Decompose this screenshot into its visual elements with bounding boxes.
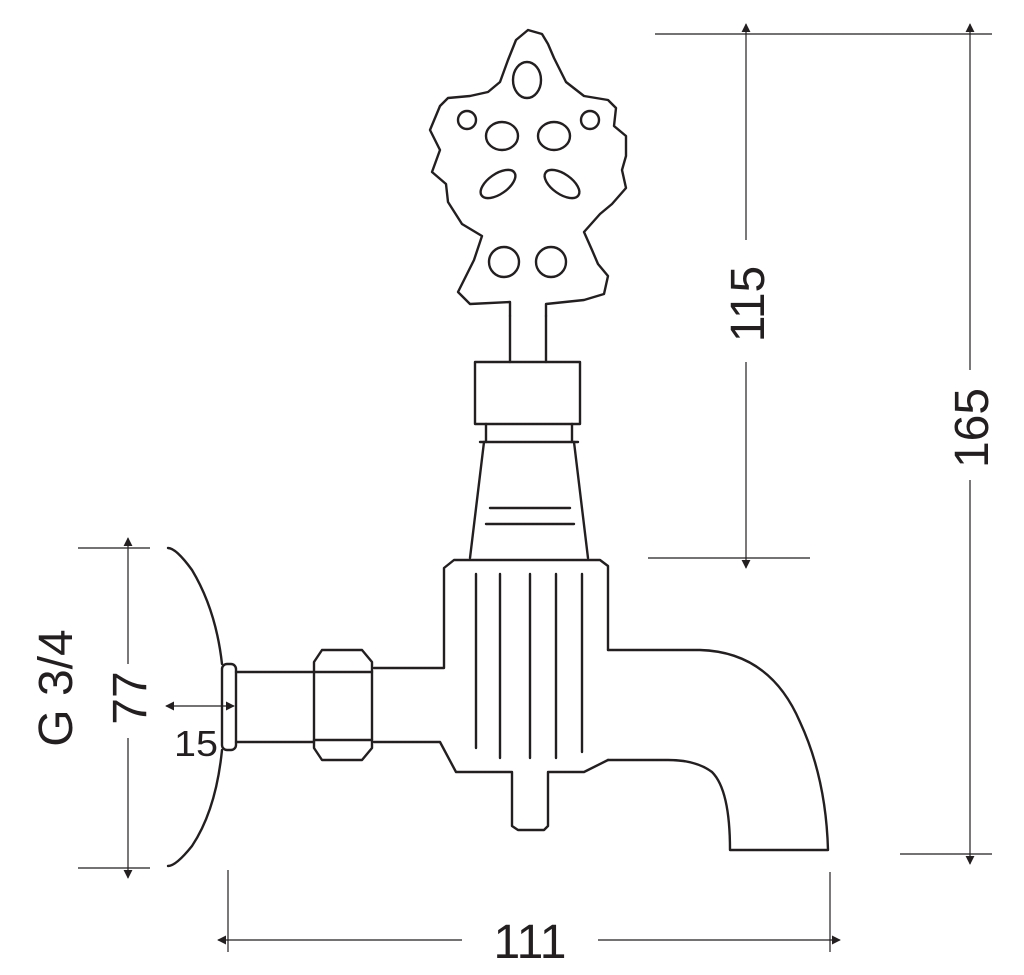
- handle-hole: [484, 120, 520, 152]
- thread-size-label: G 3/4: [30, 629, 83, 746]
- body-outline: [372, 558, 610, 832]
- dimension-77-label: 77: [104, 671, 157, 724]
- dimension-15-label: 15: [174, 723, 218, 764]
- flange-ring: [220, 662, 238, 752]
- handle-hole: [479, 168, 517, 200]
- handle-hole: [534, 245, 568, 279]
- handle-outline: [428, 28, 628, 318]
- valve-body: [372, 558, 610, 832]
- handle-hole: [487, 245, 521, 279]
- bonnet-cap: [473, 360, 582, 426]
- decorative-handle: [428, 28, 628, 318]
- valve-bonnet: [468, 314, 590, 560]
- dimension-165-label: 165: [946, 388, 999, 468]
- connector: [166, 546, 374, 868]
- handle-hole: [543, 168, 581, 200]
- handle-hole: [511, 60, 543, 100]
- dimension-111-label: 111: [494, 916, 567, 969]
- wall-plate: [166, 546, 224, 868]
- hex-nut: [312, 648, 374, 762]
- stem: [508, 314, 548, 364]
- handle-hole: [456, 109, 478, 131]
- handle-hole: [579, 109, 601, 131]
- bonnet-body: [468, 440, 590, 560]
- spout: [606, 648, 830, 852]
- handle-hole: [536, 120, 572, 152]
- inlet-pipe: [234, 670, 316, 744]
- dimension-115-label: 115: [722, 266, 775, 343]
